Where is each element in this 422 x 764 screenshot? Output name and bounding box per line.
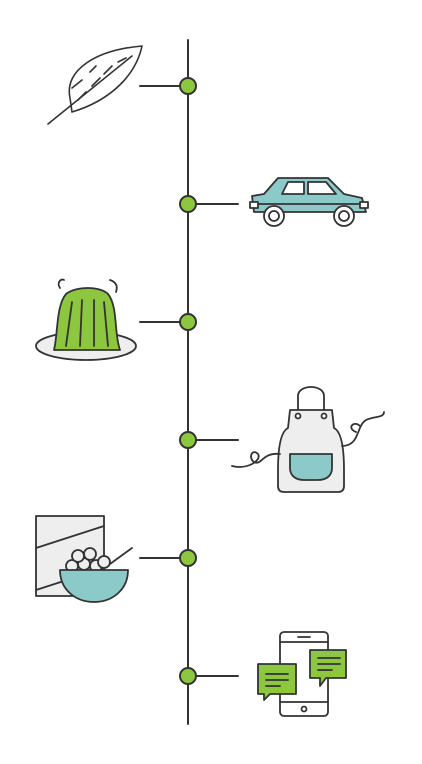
timeline-node-2 — [179, 195, 197, 213]
apron-icon — [231, 386, 385, 493]
timeline-node-3 — [179, 313, 197, 331]
feather-icon — [47, 45, 143, 125]
timeline-node-4 — [179, 431, 197, 449]
cereal-bowl-icon — [35, 515, 133, 603]
timeline-node-6 — [179, 667, 197, 685]
timeline-node-1 — [179, 77, 197, 95]
gelatin-dessert-icon — [35, 278, 137, 361]
timeline-node-5 — [179, 549, 197, 567]
smartphone-chat-icon — [257, 631, 347, 717]
car-icon — [249, 177, 369, 227]
